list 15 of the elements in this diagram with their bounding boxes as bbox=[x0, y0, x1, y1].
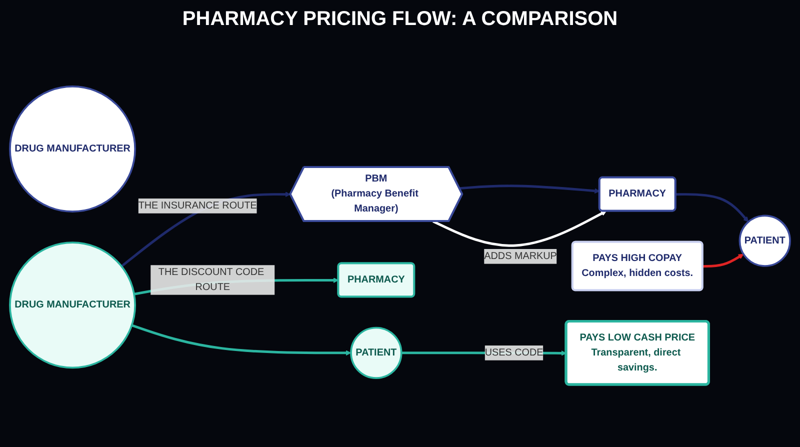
node-circle: PATIENT bbox=[738, 214, 791, 266]
arrow bbox=[676, 192, 749, 222]
arrow bbox=[432, 210, 606, 246]
node-circle: DRUG MANUFACTURER bbox=[9, 241, 136, 368]
edge-label: ADDS MARKUP bbox=[484, 250, 557, 261]
arrow bbox=[702, 253, 744, 268]
arrow bbox=[459, 184, 600, 194]
diagram-title: PHARMACY PRICING FLOW: A COMPARISON bbox=[181, 7, 619, 32]
arrow bbox=[120, 191, 291, 267]
edge-label: THE DISCOUNT CODE ROUTE bbox=[158, 266, 264, 292]
node-circle: DRUG MANUFACTURER bbox=[9, 85, 136, 212]
edge-label: USES CODE bbox=[484, 346, 544, 358]
node-circle: PATIENT bbox=[350, 326, 402, 378]
arrow bbox=[131, 324, 352, 356]
edge-label: THE INSURANCE ROUTE bbox=[138, 200, 257, 210]
